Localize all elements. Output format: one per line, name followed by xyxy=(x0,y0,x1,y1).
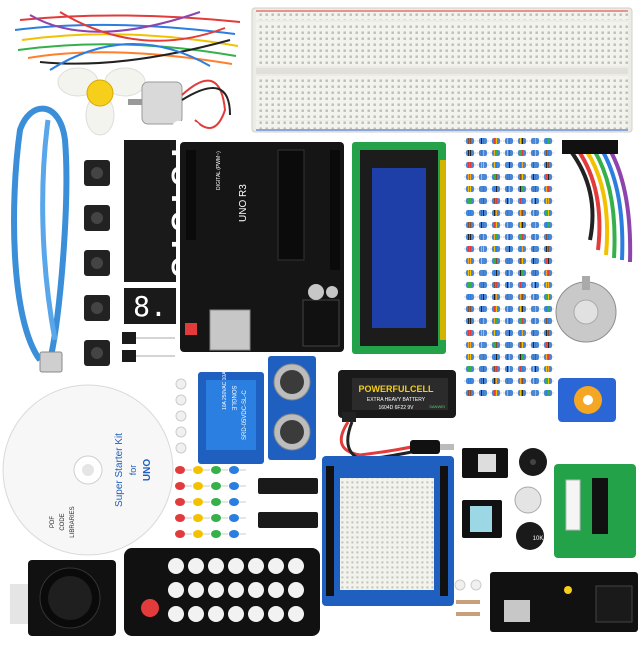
board-model: UNO R3 xyxy=(238,184,249,222)
board-digital-label: DIGITAL (PWM~) xyxy=(216,151,222,190)
battery-maker: SANWEI xyxy=(429,404,445,409)
cd-uno: UNO xyxy=(142,459,153,481)
proto-shield xyxy=(322,456,454,606)
ic-chips xyxy=(258,478,318,528)
cd-for: for xyxy=(128,465,138,476)
battery-9v: POWERFULCELL EXTRA HEAVY BATTERY 1604D 6… xyxy=(338,370,456,418)
power-supply-module xyxy=(490,572,638,632)
leds xyxy=(175,466,246,538)
ir-leds xyxy=(175,378,187,454)
misc-components xyxy=(454,579,482,616)
joystick-module xyxy=(10,560,116,636)
transistors xyxy=(122,332,175,362)
cd-libraries: LIBRARIES xyxy=(70,506,76,537)
segment-single: 8. xyxy=(133,290,167,323)
battery-line2: 1604D 6F22 9V xyxy=(378,405,414,411)
pot-label: 10K xyxy=(533,536,544,542)
battery-clip xyxy=(339,412,454,462)
breadboard xyxy=(251,7,633,133)
dupont-wires xyxy=(562,140,633,263)
cd-code: CODE xyxy=(60,513,66,530)
servo-motor xyxy=(558,378,616,422)
ir-remote xyxy=(124,548,320,636)
relay-line1: 10A 250VAC 10A 125VAC xyxy=(222,352,228,410)
uno-board: UNO R3 DIGITAL (PWM~) xyxy=(180,142,344,352)
sensor-modules: 10K xyxy=(462,448,547,550)
relay-module: SONGLE 10A 250VAC 10A 125VAC SRD-05VDC-S… xyxy=(198,352,264,464)
push-buttons xyxy=(84,160,110,366)
cd-pdf: PDF xyxy=(50,516,56,528)
usb-cable xyxy=(11,105,70,373)
stepper-motor xyxy=(555,276,617,343)
fan-and-motor xyxy=(57,67,231,136)
relay-brand: SONGLE xyxy=(230,385,236,410)
stepper-driver-board xyxy=(554,464,636,558)
relay-model: SRD-05VDC-SL-C xyxy=(242,390,248,440)
ultrasonic-sensor xyxy=(268,356,316,460)
lcd-display xyxy=(352,142,446,354)
software-cd: Super Starter Kit for UNO PDF CODE LIBRA… xyxy=(2,384,174,556)
battery-line1: EXTRA HEAVY BATTERY xyxy=(367,397,426,403)
seven-segment-single: 8. xyxy=(124,288,176,324)
cd-title: Super Starter Kit xyxy=(114,433,125,507)
jumper-wires xyxy=(14,11,241,71)
resistors xyxy=(464,138,554,396)
battery-brand: POWERFULCELL xyxy=(359,384,434,394)
